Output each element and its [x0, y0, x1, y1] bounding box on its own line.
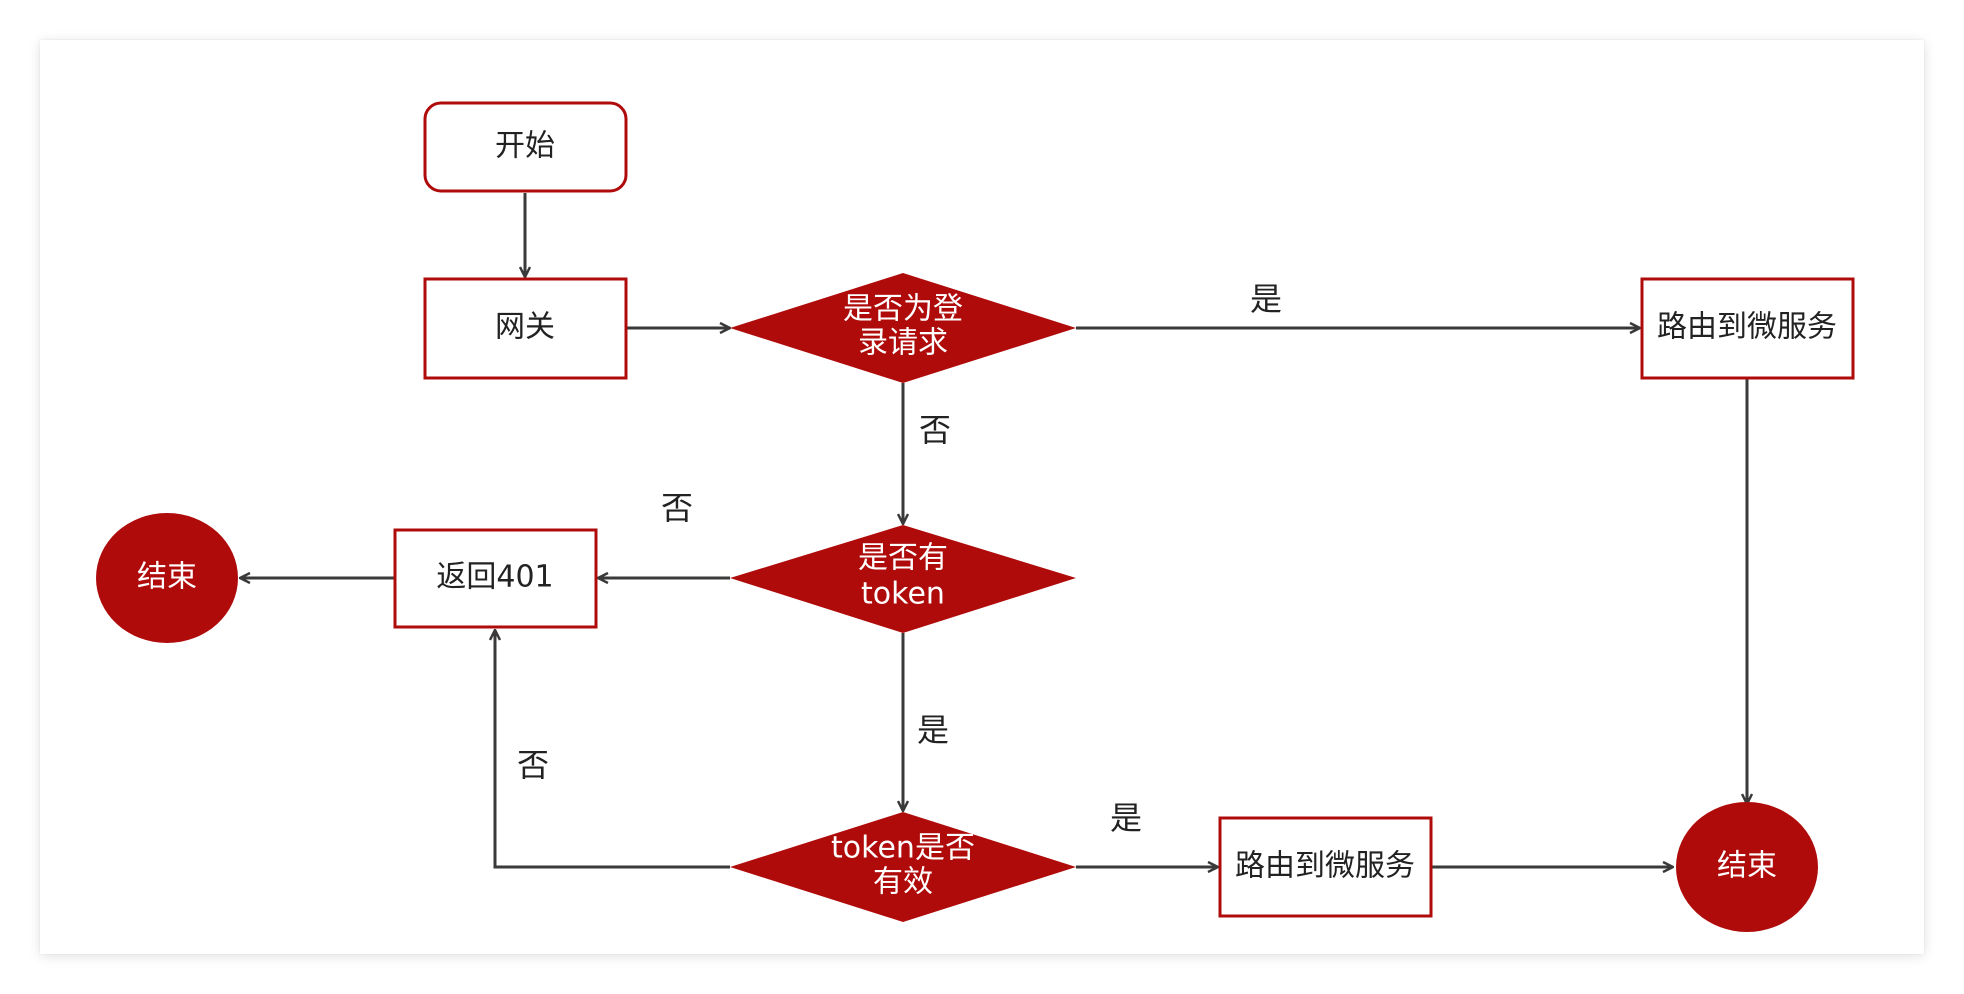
decision-has-token-line-2: token	[861, 577, 945, 612]
edge-label-valid-yes: 是	[1110, 799, 1142, 837]
return-401-node: 返回401	[393, 528, 598, 629]
gateway-label: 网关	[495, 310, 555, 345]
return-401-label: 返回401	[436, 560, 553, 595]
decision-token-valid-line-2: 有效	[873, 865, 933, 900]
decision-has-token-line-1: 是否有	[858, 541, 948, 576]
end-left-label: 结束	[137, 560, 197, 595]
edge-label-token-yes: 是	[917, 711, 949, 749]
decision-token-valid-line-1: token是否	[831, 831, 975, 866]
route-top-label: 路由到微服务	[1657, 310, 1837, 345]
decision-token-valid: token是否 有效	[730, 812, 1076, 922]
edge-valid-no-to-401	[495, 630, 730, 869]
gateway-node: 网关	[423, 277, 628, 380]
route-top-node: 路由到微服务	[1640, 277, 1855, 380]
decision-is-login-line-1: 是否为登	[843, 292, 963, 327]
start-node: 开始	[423, 101, 628, 193]
decision-has-token: 是否有 token	[730, 525, 1076, 633]
end-left-node: 结束	[96, 513, 238, 643]
start-label: 开始	[495, 129, 555, 164]
edge-label-login-no: 否	[919, 411, 951, 449]
route-bottom-label: 路由到微服务	[1235, 849, 1415, 884]
edge-label-token-no: 否	[661, 489, 693, 527]
decision-is-login-line-2: 录请求	[858, 326, 948, 361]
end-right-node: 结束	[1676, 802, 1818, 932]
end-right-label: 结束	[1717, 849, 1777, 884]
edge-label-valid-no: 否	[517, 746, 549, 784]
route-bottom-node: 路由到微服务	[1218, 816, 1433, 918]
edge-label-login-yes: 是	[1250, 280, 1282, 318]
diagram-canvas	[40, 40, 1924, 954]
decision-is-login: 是否为登 录请求	[730, 273, 1076, 383]
